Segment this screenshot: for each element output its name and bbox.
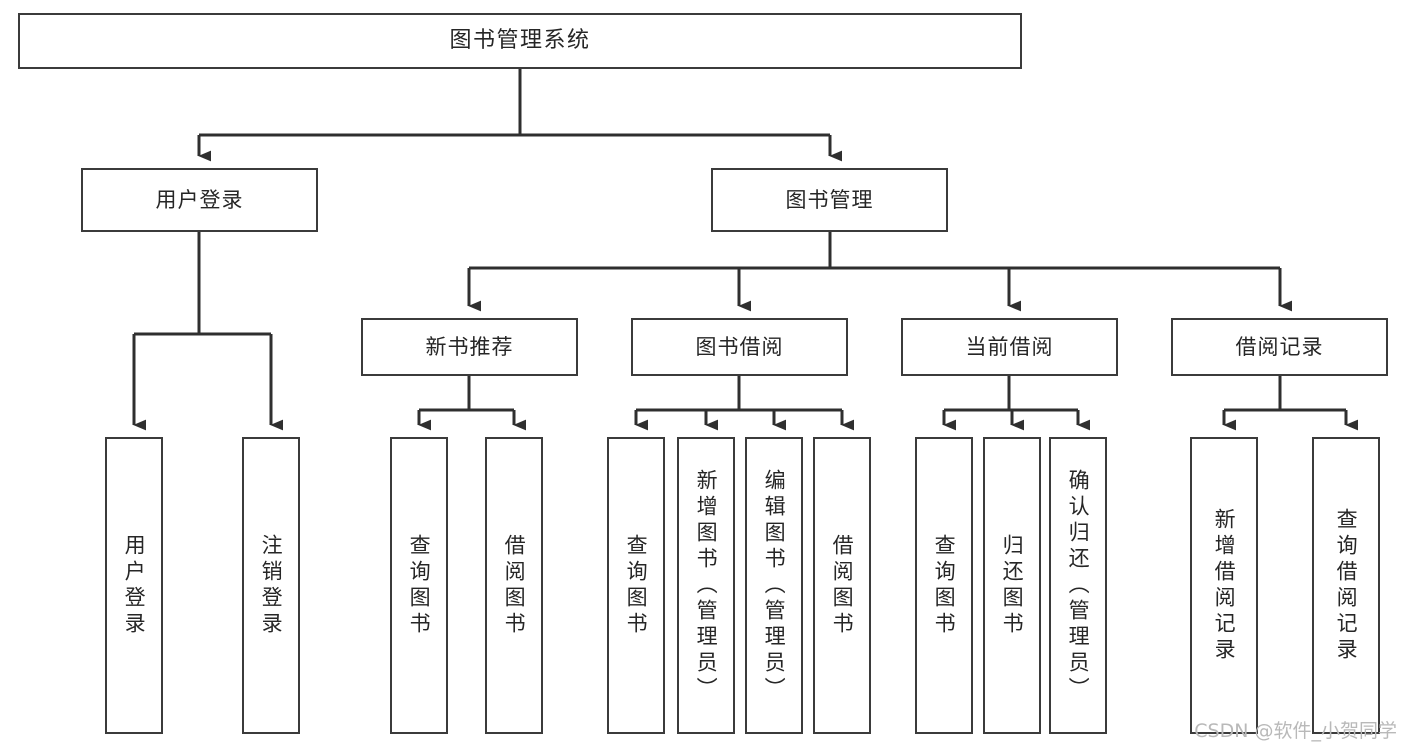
node-current-borrow[interactable]: 当前借阅 (901, 318, 1118, 376)
node-leaf-borrow-book-2[interactable]: 借阅图书 (813, 437, 871, 734)
node-leaf-user-login[interactable]: 用户登录 (105, 437, 163, 734)
node-leaf-query-book-3[interactable]: 查询图书 (915, 437, 973, 734)
watermark: CSDN @软件_小贺同学 (1194, 720, 1397, 742)
node-leaf-query-record[interactable]: 查询借阅记录 (1312, 437, 1380, 734)
node-label: 归还图书 (1000, 533, 1025, 638)
node-book-borrow[interactable]: 图书借阅 (631, 318, 848, 376)
node-label: 注销登录 (259, 533, 284, 638)
node-leaf-logout[interactable]: 注销登录 (242, 437, 300, 734)
node-label: 查询图书 (407, 533, 432, 638)
node-label: 用户登录 (155, 187, 244, 212)
node-new-book-recommend[interactable]: 新书推荐 (361, 318, 578, 376)
node-label: 用户登录 (122, 533, 147, 638)
node-book-manage[interactable]: 图书管理 (711, 168, 948, 232)
node-label: 借阅图书 (502, 533, 527, 638)
node-leaf-edit-book[interactable]: 编辑图书（管理员） (745, 437, 803, 734)
node-label: 确认归还（管理员） (1066, 468, 1091, 703)
node-borrow-record[interactable]: 借阅记录 (1171, 318, 1388, 376)
node-leaf-query-book-1[interactable]: 查询图书 (390, 437, 448, 734)
node-leaf-return-book[interactable]: 归还图书 (983, 437, 1041, 734)
node-label: 当前借阅 (965, 334, 1054, 359)
node-label: 查询图书 (624, 533, 649, 638)
node-user-login[interactable]: 用户登录 (81, 168, 318, 232)
node-leaf-query-book-2[interactable]: 查询图书 (607, 437, 665, 734)
node-leaf-add-book[interactable]: 新增图书（管理员） (677, 437, 735, 734)
node-root-system[interactable]: 图书管理系统 (18, 13, 1022, 69)
node-label: 新书推荐 (425, 334, 514, 359)
node-label: 借阅图书 (830, 533, 855, 638)
node-label: 查询借阅记录 (1334, 507, 1359, 664)
node-leaf-confirm-return[interactable]: 确认归还（管理员） (1049, 437, 1107, 734)
node-label: 编辑图书（管理员） (762, 468, 787, 703)
node-label: 查询图书 (932, 533, 957, 638)
node-label: 图书借阅 (695, 334, 784, 359)
node-label: 新增图书（管理员） (694, 468, 719, 703)
node-label: 新增借阅记录 (1212, 507, 1237, 664)
node-label: 图书管理 (785, 187, 874, 212)
node-leaf-add-record[interactable]: 新增借阅记录 (1190, 437, 1258, 734)
node-label: 借阅记录 (1235, 334, 1324, 359)
node-label: 图书管理系统 (449, 28, 591, 54)
node-leaf-borrow-book-1[interactable]: 借阅图书 (485, 437, 543, 734)
